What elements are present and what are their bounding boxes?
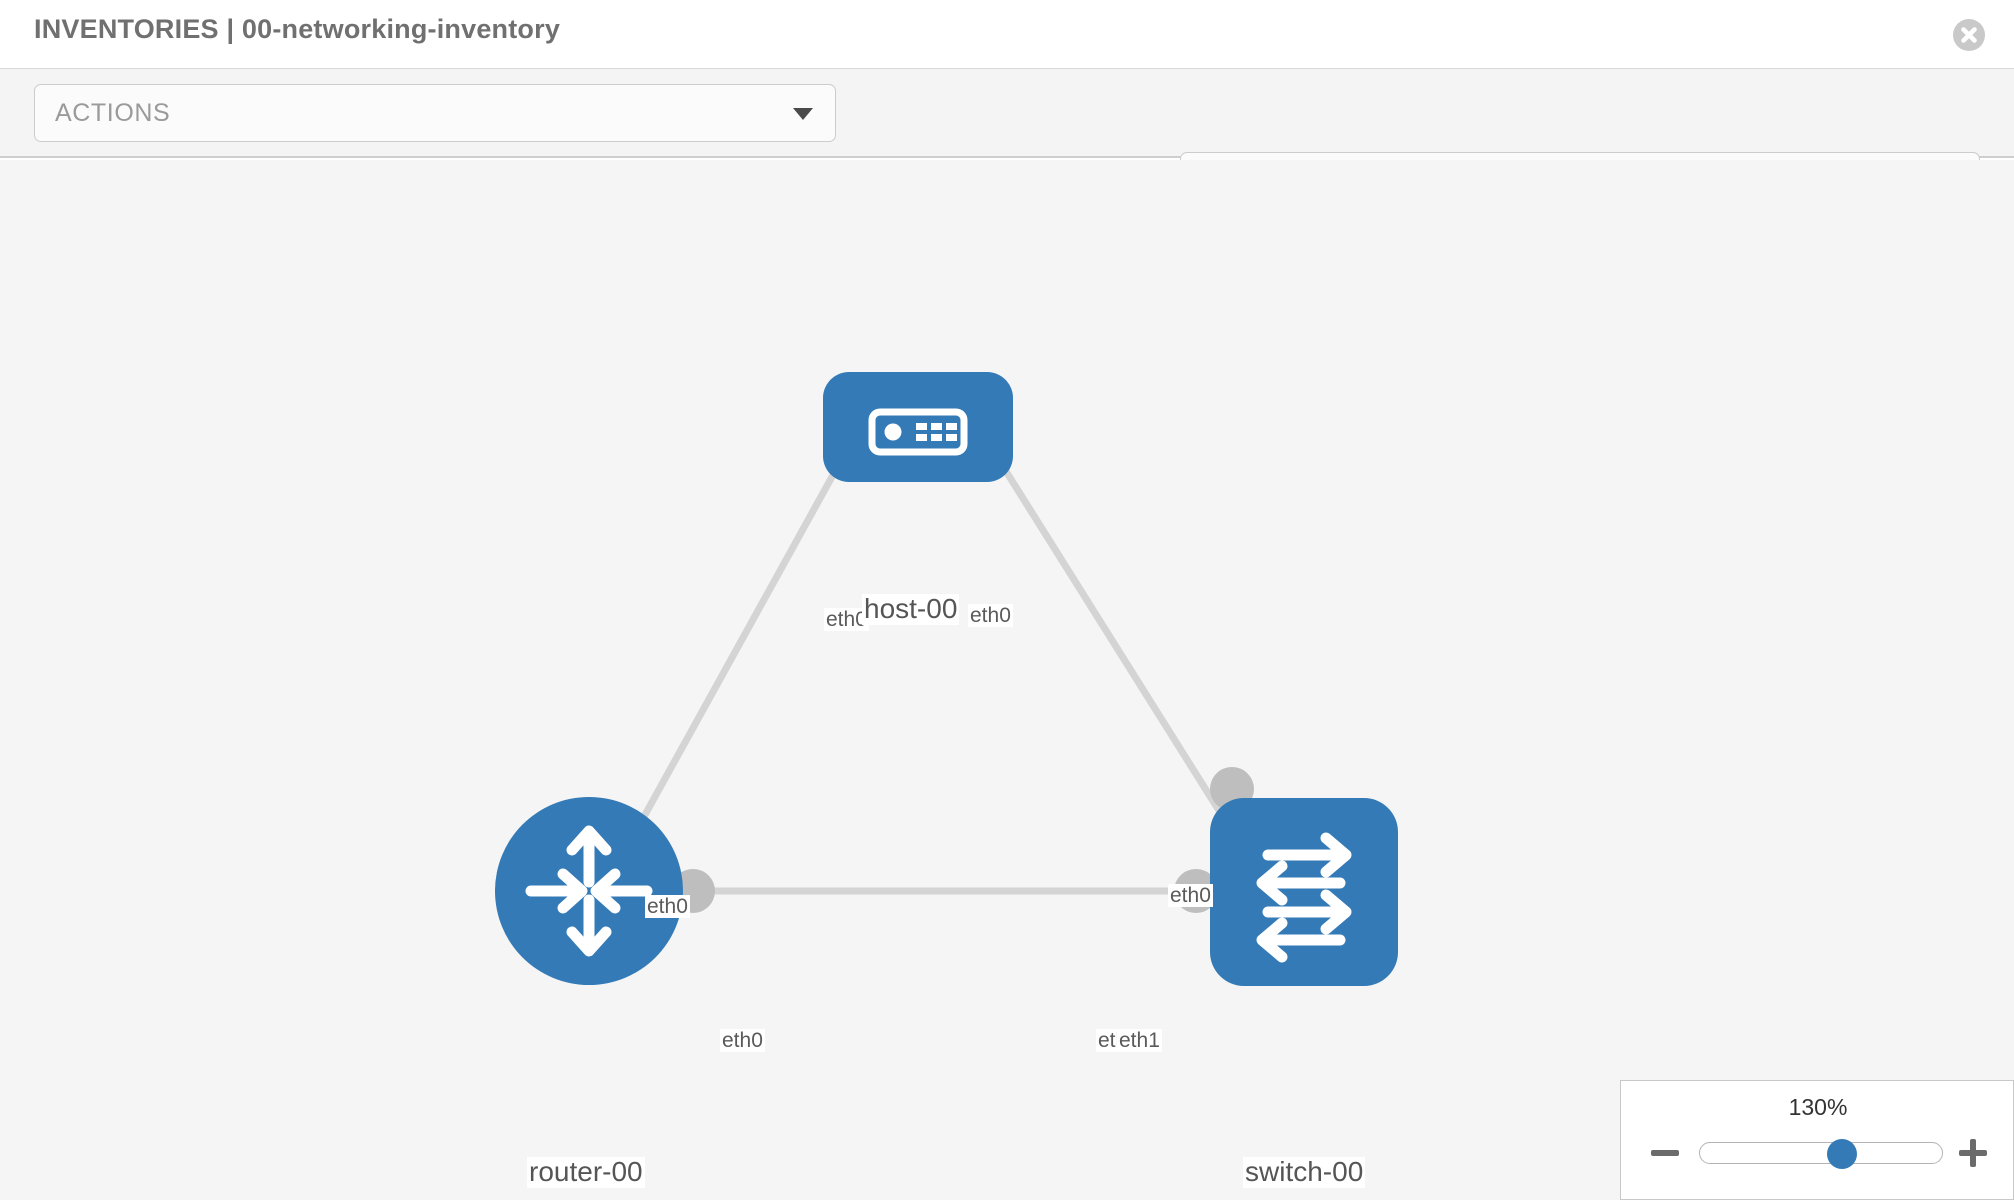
chevron-down-icon <box>793 108 813 120</box>
zoom-slider-row <box>1621 1131 2014 1175</box>
iface-label-switch00-eth0-uplink: eth0 <box>1168 884 1213 908</box>
actions-dropdown-label: ACTIONS <box>55 99 171 127</box>
zoom-level-value: 130% <box>1788 1094 1848 1120</box>
zoom-slider-track[interactable] <box>1699 1139 1943 1169</box>
node-label-switch-00: switch-00 <box>1243 1156 1366 1188</box>
zoom-slider-thumb[interactable] <box>1827 1139 1857 1169</box>
topology-canvas[interactable]: eth0 eth0 eth0 eth0 eth0 eth eth1 host-0… <box>0 160 2014 1200</box>
iface-label-host00-eth0-right: eth0 <box>968 604 1013 628</box>
router-arrows-icon <box>525 825 653 957</box>
zoom-in-button[interactable] <box>1955 1135 1991 1171</box>
zoom-control-panel: 130% <box>1620 1080 2014 1200</box>
window-header: INVENTORIES | 00-networking-inventory <box>0 0 2014 68</box>
node-switch-00[interactable] <box>1210 798 1398 986</box>
node-label-host-00: host-00 <box>862 593 960 625</box>
node-host-00[interactable] <box>823 372 1013 482</box>
server-icon <box>868 408 968 456</box>
page-title: INVENTORIES | 00-networking-inventory <box>34 14 561 44</box>
switch-arrows-icon <box>1256 832 1352 963</box>
iface-label-switch00-eth1: eth1 <box>1117 1029 1162 1053</box>
node-router-00[interactable] <box>495 797 683 985</box>
iface-label-host00-eth0-left: eth0 <box>824 608 869 632</box>
zoom-out-button[interactable] <box>1647 1135 1683 1171</box>
iface-label-router00-eth0-uplink: eth0 <box>645 895 690 919</box>
toolbar: ACTIONS SEARCH <box>0 68 2014 210</box>
topology-graph <box>495 372 1398 986</box>
iface-label-router00-eth0: eth0 <box>720 1029 765 1053</box>
node-label-router-00: router-00 <box>527 1156 645 1188</box>
actions-dropdown[interactable]: ACTIONS <box>34 84 836 142</box>
close-circle-icon[interactable] <box>1952 18 1986 52</box>
